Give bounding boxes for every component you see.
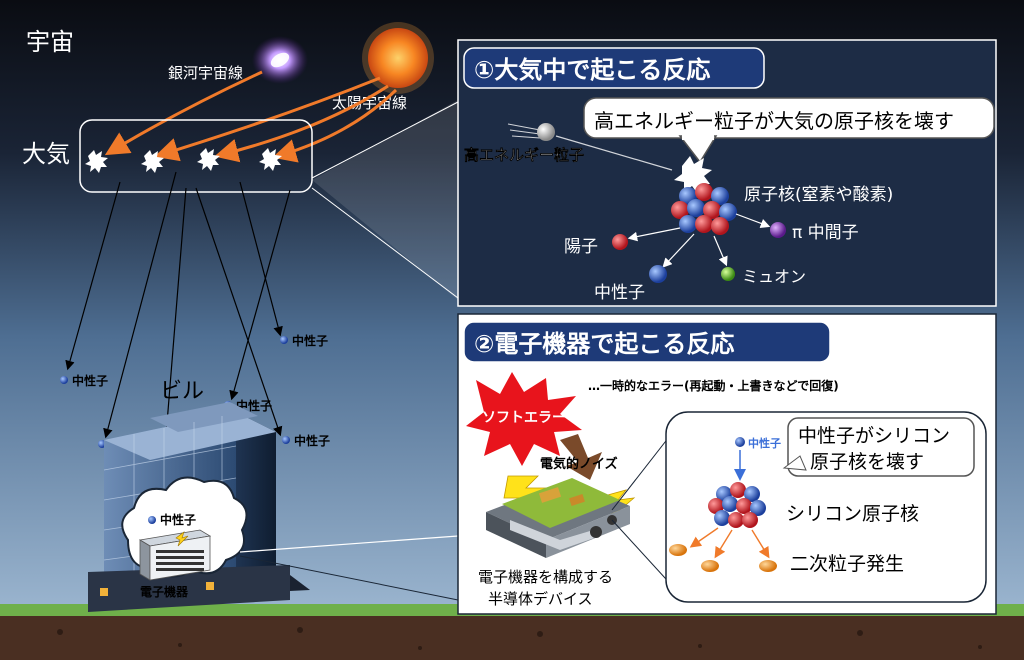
device-box-icon: [138, 529, 212, 581]
incoming-neutron-label: 中性子: [748, 436, 781, 450]
incoming-particle-label: 高エネルギー粒子: [464, 146, 584, 164]
soil: [0, 616, 1024, 660]
device-caption-line2: 半導体デバイス: [488, 590, 593, 608]
galaxy-icon: [252, 36, 308, 84]
panel2-callout: [787, 417, 975, 477]
sun-icon: [362, 22, 434, 94]
semiconductor-device-icon: [486, 478, 630, 558]
zoom-line-upper: [311, 101, 459, 179]
muon-ball: [721, 267, 735, 281]
device-label: 電子機器: [140, 584, 189, 599]
neutron-label-2: 中性子: [292, 333, 328, 348]
pion-ball: [770, 222, 786, 238]
muon-label: ミュオン: [742, 267, 806, 286]
panel1-title: ①大気中で起こる反応: [474, 56, 710, 84]
soft-error-arrow: [560, 434, 602, 480]
neutron-label-4: 中性子: [294, 433, 330, 448]
proton-ball: [612, 234, 628, 250]
neutron-label-3: 中性子: [236, 398, 272, 413]
panel1: ①大気中で起こる反応 高エネルギー粒子が大気の原子核を壊す 高エネルギー粒子: [457, 39, 997, 307]
cosmic-ray-arrows: [104, 70, 398, 163]
atmosphere-box: [79, 119, 313, 193]
device-caption-line1: 電子機器を構成する: [478, 568, 613, 586]
panel2-callout-line1: 中性子がシリコン: [798, 425, 950, 447]
zoom-line-panel2-a: [239, 535, 459, 553]
building-label: ビル: [160, 379, 204, 404]
zoom-line-lower: [311, 187, 459, 299]
space-label: 宇宙: [26, 28, 74, 56]
zoom-line-panel2-b: [239, 555, 459, 601]
neutron-panel-label: 中性子: [594, 283, 645, 303]
secondary-particle-1: [669, 544, 687, 556]
panel2-title: ②電子機器で起こる反応: [474, 330, 734, 358]
panel2-callout-line2: 原子核を壊す: [810, 451, 924, 473]
cloud-neutron-dot: [148, 516, 156, 524]
neutron-ball: [649, 265, 667, 283]
neutron-label-1: 中性子: [72, 373, 108, 388]
soft-error-note: …一時的なエラー(再起動・上書きなどで回復): [588, 378, 839, 393]
secondary-particle-2: [701, 560, 719, 572]
incoming-neutron-ball: [735, 437, 745, 447]
panel1-callout: [583, 97, 995, 139]
neutron-arrows: [65, 171, 291, 513]
nucleus-label: 原子核(窒素や酸素): [744, 185, 893, 205]
galactic-ray-label: 銀河宇宙線: [168, 64, 243, 82]
zoom-wedge-panel1: [312, 100, 458, 300]
noise-label: 電気的ノイズ: [540, 456, 618, 472]
impact-burst: [674, 156, 712, 194]
soft-error-burst: [466, 372, 582, 466]
incoming-particle-ball: [537, 123, 555, 141]
soil-texture: [57, 627, 982, 650]
panel2: ②電子機器で起こる反応 ソフトエラー …一時的なエラー(再起動・上書きなどで回復…: [457, 313, 997, 615]
atmosphere-label: 大気: [22, 140, 70, 168]
secondary-particle-3: [759, 560, 777, 572]
collision-bursts: [85, 148, 282, 173]
cloud-neutron-label: 中性子: [160, 512, 196, 527]
soft-error-label: ソフトエラー: [482, 410, 566, 426]
nucleus-cluster: [671, 183, 737, 235]
panel1-callout-text: 高エネルギー粒子が大気の原子核を壊す: [594, 109, 954, 133]
silicon-nucleus-cluster: [708, 482, 766, 528]
proton-label: 陽子: [564, 237, 598, 257]
pion-label: π 中間子: [792, 223, 859, 243]
secondary-label: 二次粒子発生: [790, 553, 904, 575]
silicon-nucleus-label: シリコン原子核: [786, 503, 919, 525]
